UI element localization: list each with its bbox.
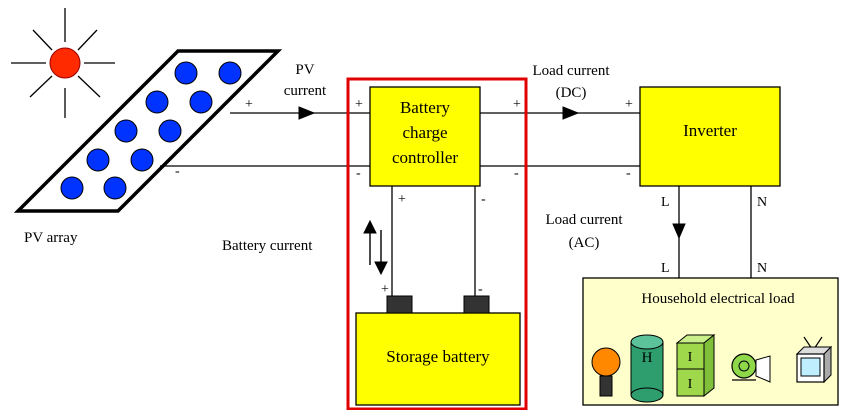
- inverter: Inverter: [639, 86, 781, 187]
- household-load-label: Household electrical load: [641, 291, 795, 307]
- controller-battery-minus-sign: -: [481, 192, 486, 207]
- pv-plus-sign: +: [245, 97, 253, 112]
- pv-array-label: PV array: [24, 230, 78, 246]
- battery-charge-controller: Battery charge controller: [369, 86, 481, 187]
- storage-battery-label: Storage battery: [386, 347, 490, 366]
- controller-out-minus-sign: -: [514, 166, 519, 181]
- controller-label-line1: Battery: [400, 98, 451, 117]
- dc-load-current-arrow: [562, 106, 580, 120]
- controller-in-plus-sign: +: [355, 97, 363, 112]
- battery-positive-terminal: [386, 295, 413, 314]
- battery-plus-sign: +: [381, 282, 389, 297]
- washer-icon: [731, 353, 771, 383]
- controller-battery-plus-sign: +: [398, 192, 406, 207]
- dc-load-current-label-line2: (DC): [556, 85, 587, 101]
- pv-current-label-line1: PV: [295, 62, 314, 78]
- fridge-glyph: H: [642, 350, 653, 366]
- ac-load-current-label-line1: Load current: [545, 212, 623, 228]
- ac-load-current-arrow: [672, 223, 686, 240]
- controller-label-line3: controller: [392, 148, 458, 167]
- current-arrows: [298, 106, 686, 276]
- pv-array-panel: [13, 49, 283, 213]
- sun-icon: [11, 8, 115, 118]
- controller-in-minus-sign: -: [356, 166, 361, 181]
- inverter-label: Inverter: [683, 121, 737, 140]
- cabinet-icon: I I: [675, 333, 716, 398]
- household-electrical-load: Household electrical load H I I: [582, 277, 839, 406]
- lamp-icon: [591, 347, 621, 397]
- pv-current-label-line2: current: [284, 83, 327, 99]
- fridge-icon: H: [630, 334, 664, 403]
- battery-subsystem-highlight: [346, 77, 528, 410]
- inverter-in-minus-sign: -: [626, 166, 631, 181]
- cabinet-glyph-top: I: [688, 350, 693, 365]
- terminal-markings: + - + - + - + - + - + - L N L N: [175, 97, 767, 297]
- battery-current-label: Battery current: [222, 238, 313, 254]
- dc-load-current-label-line1: Load current: [532, 63, 610, 79]
- pv-current-arrow: [298, 106, 316, 120]
- battery-current-arrows: [363, 219, 388, 276]
- tv-icon: [795, 336, 833, 384]
- storage-battery: Storage battery: [355, 295, 521, 406]
- battery-negative-terminal: [463, 295, 490, 314]
- ac-load-current-label-line2: (AC): [569, 235, 600, 251]
- inverter-in-plus-sign: +: [625, 97, 633, 112]
- load-L-terminal: L: [661, 261, 670, 276]
- controller-out-plus-sign: +: [513, 97, 521, 112]
- pv-minus-sign: -: [175, 164, 180, 179]
- inverter-L-terminal: L: [661, 195, 670, 210]
- load-N-terminal: N: [757, 261, 767, 276]
- cabinet-glyph-bottom: I: [688, 377, 693, 392]
- inverter-N-terminal: N: [757, 195, 767, 210]
- battery-minus-sign: -: [478, 282, 483, 297]
- controller-label-line2: charge: [403, 123, 448, 142]
